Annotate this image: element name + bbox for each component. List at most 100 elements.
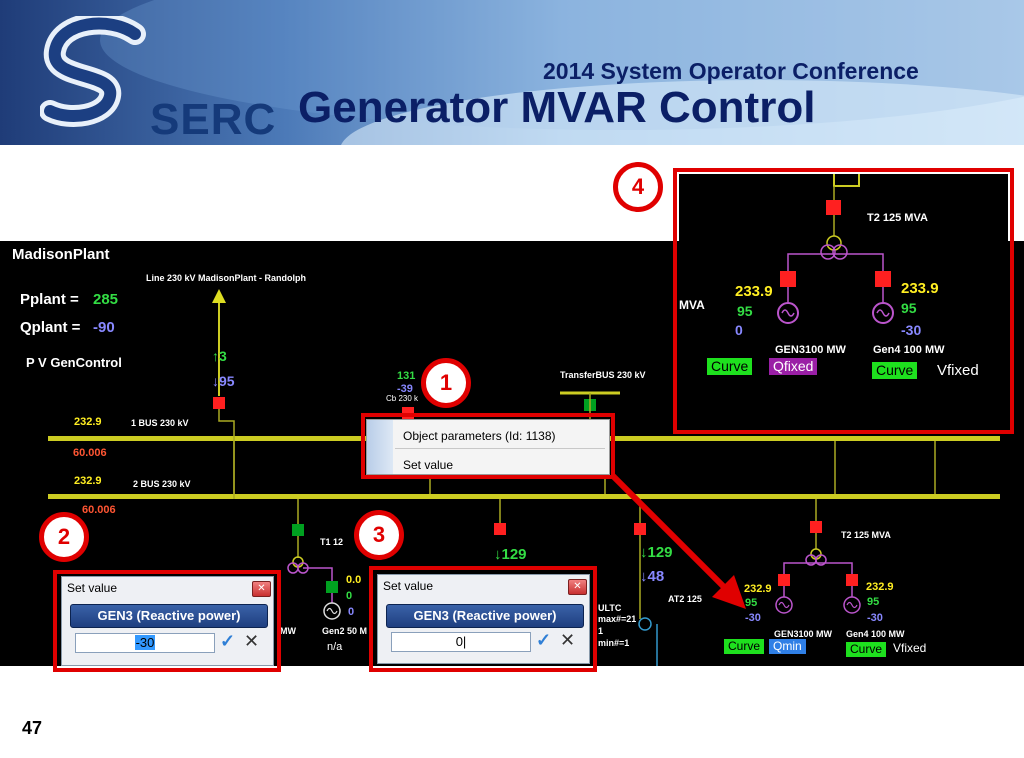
dialog-title: Set value <box>383 579 434 593</box>
pplant-label: Pplant = <box>20 291 79 308</box>
gen2-q2: 0 <box>348 606 355 618</box>
gen4-generator-icon[interactable] <box>872 302 894 324</box>
bus2-voltage: 232.9 <box>74 475 102 487</box>
plant-name: MadisonPlant <box>12 246 110 263</box>
callout-4-frame <box>673 168 1014 434</box>
gen4-vfixed-mode[interactable]: Vfixed <box>937 362 979 379</box>
dialog-close-icon[interactable]: ✕ <box>252 581 271 597</box>
gen3-reactive-power-button[interactable]: GEN3 (Reactive power) <box>386 604 584 628</box>
pointer-arrow-head-icon <box>712 575 746 609</box>
gen4-vfixed-mode[interactable]: Vfixed <box>893 641 927 655</box>
pplant-value[interactable]: 285 <box>93 291 119 308</box>
gen2-q1: 0 <box>346 590 353 602</box>
mid-breaker[interactable] <box>494 523 506 535</box>
gen3-curve-button[interactable]: Curve <box>724 639 765 655</box>
gen3-generator-icon[interactable] <box>775 596 793 614</box>
t1-breaker[interactable] <box>292 524 304 536</box>
confirm-check-icon[interactable]: ✓ <box>220 631 236 651</box>
gen4-curve-button[interactable]: Curve <box>846 642 887 658</box>
gen-control-mode[interactable]: P V GenControl <box>26 355 122 370</box>
qplant-label: Qplant = <box>20 319 81 336</box>
bus1-name: 1 BUS 230 kV <box>131 418 189 428</box>
line-q-flow: ↓95 <box>212 373 235 389</box>
menu-item-object-parameters[interactable]: Object parameters (Id: 1138) <box>403 429 556 443</box>
menu-item-set-value[interactable]: Set value <box>403 458 454 472</box>
gen3-qmin-mode[interactable]: Qmin <box>769 639 806 655</box>
gen3-curve-button[interactable]: Curve <box>707 358 753 376</box>
gen3-label: GEN3100 MW <box>774 629 833 639</box>
gen3-breaker[interactable] <box>780 271 796 287</box>
gen3-q[interactable]: 0 <box>735 322 743 338</box>
at2-breaker[interactable] <box>634 523 646 535</box>
at2-label: AT2 125 <box>668 594 702 604</box>
callout-1-badge: 1 <box>421 358 471 408</box>
at2-q-flow: ↓48 <box>640 568 665 585</box>
gen3-breaker[interactable] <box>778 574 790 586</box>
t1-label: T1 12 <box>320 537 344 547</box>
gen4-curve-button[interactable]: Curve <box>872 362 918 380</box>
transfer-bus-name: TransferBUS 230 kV <box>560 370 646 380</box>
tap-position[interactable]: 1 <box>598 626 604 636</box>
bus1-voltage: 232.9 <box>74 416 102 428</box>
callout-2-badge: 2 <box>39 512 89 562</box>
gen3-p: 95 <box>745 597 758 609</box>
gen4-breaker[interactable] <box>846 574 858 586</box>
line-breaker[interactable] <box>213 397 225 409</box>
gen4-voltage: 233.9 <box>901 280 939 297</box>
gen3-qfixed-mode[interactable]: Qfixed <box>769 358 818 376</box>
gen3-generator-icon[interactable] <box>777 302 799 324</box>
gen4-q[interactable]: -30 <box>867 612 883 624</box>
header-banner: SERC 2014 System Operator Conference Gen… <box>0 0 1024 145</box>
selected-value: -30 <box>134 635 156 650</box>
confirm-check-icon[interactable]: ✓ <box>536 630 552 650</box>
t2-breaker[interactable] <box>810 521 822 533</box>
set-value-dialog-after: Set value ✕ GEN3 (Reactive power) 0| ✓ ✕ <box>377 574 590 664</box>
result-panel-drawing <box>777 174 894 324</box>
gen2-breaker[interactable] <box>326 581 338 593</box>
gen2-label: Gen2 50 M <box>322 626 368 636</box>
at2-transformer-icon <box>638 617 652 631</box>
gen3-q[interactable]: -30 <box>745 612 761 624</box>
qplant-value[interactable]: -90 <box>93 319 115 336</box>
cancel-x-icon[interactable]: ✕ <box>560 630 576 650</box>
gen1-mw-fragment: MW <box>280 626 296 636</box>
gen2-p: 0.0 <box>346 574 362 586</box>
dialog-title: Set value <box>67 581 118 595</box>
line-label: Line 230 kV MadisonPlant - Randolph <box>146 273 307 283</box>
cb-q-flow: -39 <box>397 383 413 395</box>
gen4-label: Gen4 100 MW <box>873 344 945 356</box>
context-menu: Object parameters (Id: 1138) Set value <box>366 419 610 475</box>
reactive-power-input[interactable]: 0| <box>391 632 531 652</box>
gen3-voltage: 232.9 <box>744 583 772 595</box>
gen3-voltage: 233.9 <box>735 283 773 300</box>
t2-label: T2 125 MVA <box>867 212 928 224</box>
line-tie <box>218 409 235 499</box>
gen4-voltage: 232.9 <box>866 581 894 593</box>
ultc-label: ULTC <box>598 603 622 613</box>
gen2-generator-icon[interactable] <box>323 602 341 620</box>
line-arrow-icon <box>212 289 226 303</box>
gen3-reactive-power-button[interactable]: GEN3 (Reactive power) <box>70 604 268 628</box>
gen4-breaker[interactable] <box>875 271 891 287</box>
bus2-frequency: 60.006 <box>82 504 116 516</box>
gen3-p: 95 <box>737 303 753 319</box>
callout-1-frame <box>361 413 615 479</box>
menu-separator <box>395 448 605 449</box>
result-panel: MVA T2 125 MVA 233.9 95 0 233.9 95 -30 G… <box>679 174 1008 430</box>
gen4-p: 95 <box>901 300 917 316</box>
gen4-q[interactable]: -30 <box>901 322 922 338</box>
cb-p-flow: 131 <box>397 370 416 382</box>
bus2-name: 2 BUS 230 kV <box>133 479 191 489</box>
line-p-flow: ↑3 <box>212 348 227 364</box>
banner-wave-graphic <box>100 0 1024 145</box>
cancel-x-icon[interactable]: ✕ <box>244 631 260 651</box>
gen4-generator-icon[interactable] <box>843 596 861 614</box>
gen2-status: n/a <box>327 641 343 653</box>
cb-label: Cb 230 k <box>386 394 419 403</box>
bus-2-bar[interactable] <box>48 494 1000 499</box>
callout-4-badge: 4 <box>613 162 663 212</box>
tap-min: min#=1 <box>598 638 630 648</box>
reactive-power-input[interactable]: -30 <box>75 633 215 653</box>
dialog-close-icon[interactable]: ✕ <box>568 579 587 595</box>
t2-breaker[interactable] <box>826 200 841 215</box>
